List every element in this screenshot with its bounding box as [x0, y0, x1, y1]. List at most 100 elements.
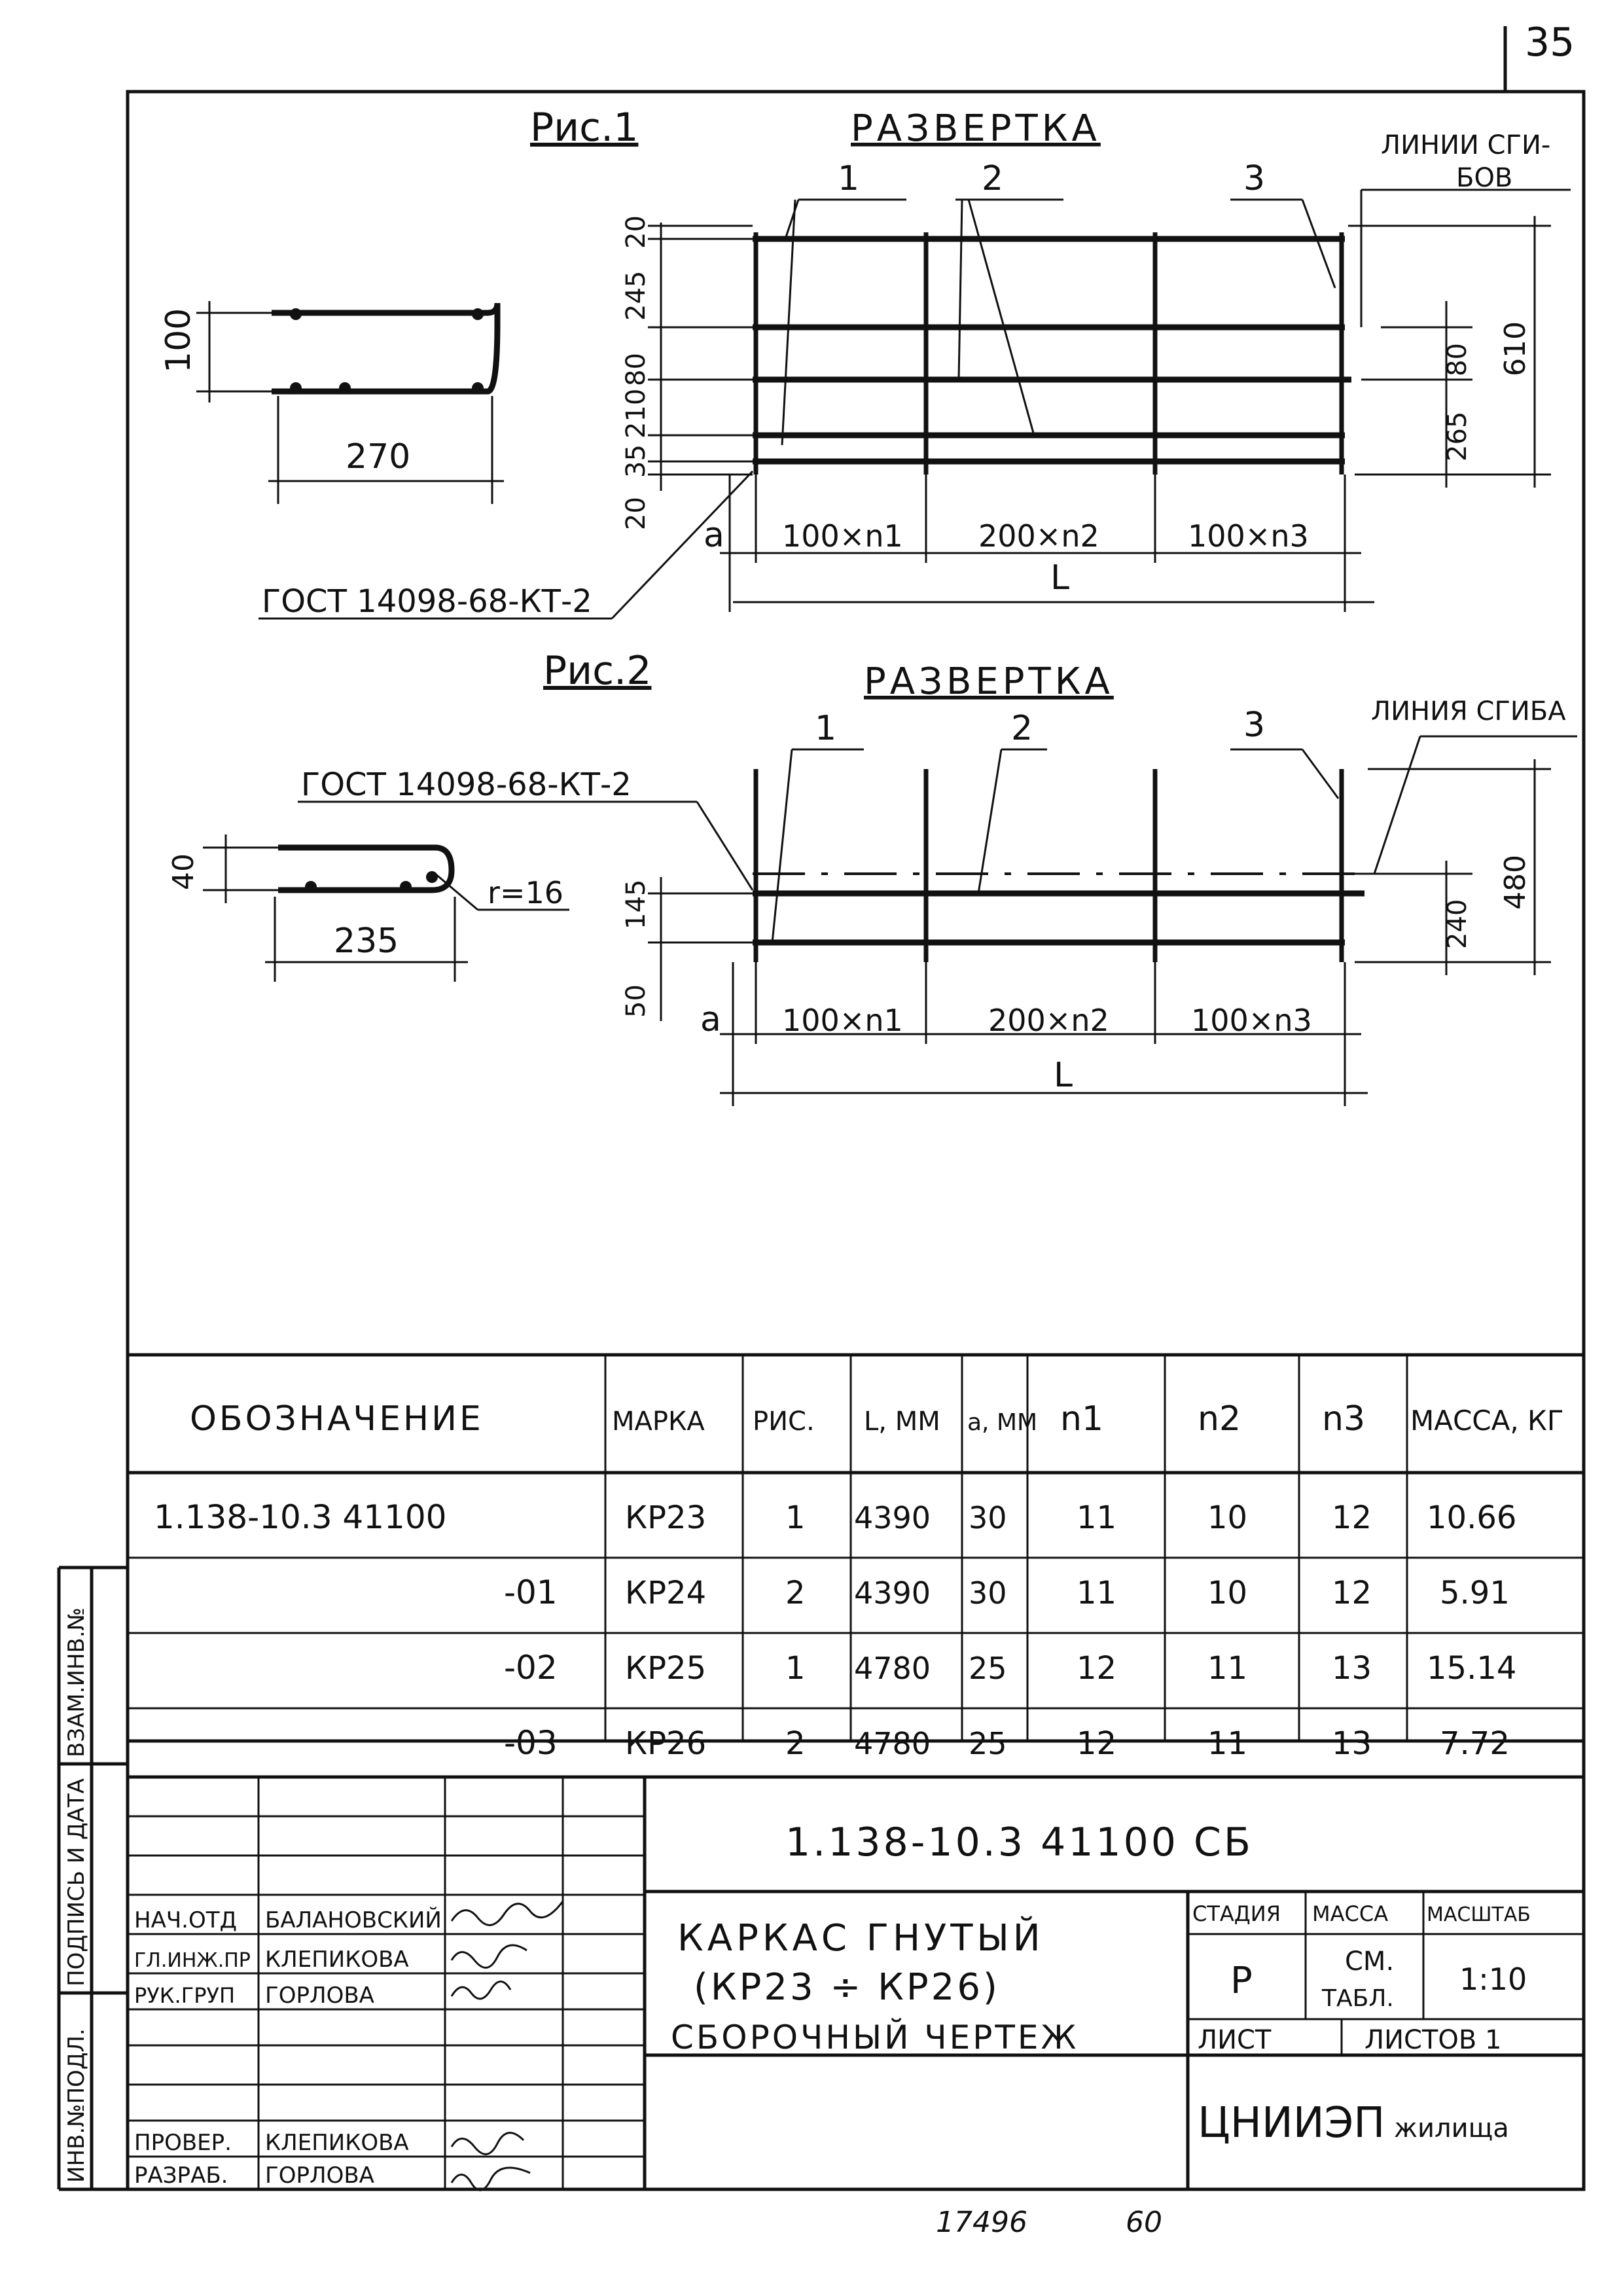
signer-name: ГОРЛОВА: [265, 2162, 374, 2189]
fig2-unfold-title: РАЗВЕРТКА: [864, 660, 1114, 703]
fig2-section-width: 235: [334, 922, 399, 961]
scale-value: 1:10: [1459, 1962, 1527, 1997]
archive-number: 17496: [936, 2206, 1027, 2239]
fig1-bend-label-a: ЛИНИИ СГИ-: [1381, 130, 1550, 160]
cell: 13: [1332, 1650, 1372, 1687]
cell: 5.91: [1440, 1575, 1510, 1611]
sheet-frame: [126, 26, 1586, 2191]
fig1-dim-35: 35: [621, 444, 651, 478]
fig1-pos-2: 2: [982, 159, 1003, 198]
cell: 30: [969, 1575, 1007, 1611]
fig2-section: 40 235 r=16 ГОСТ 14098-68-КТ-2: [167, 766, 754, 982]
fig1-unfold-title: РАЗВЕРТКА: [851, 107, 1101, 150]
org-suffix: жилища: [1394, 2113, 1509, 2144]
cell: -02: [504, 1649, 558, 1687]
table-row: -02 КР25 1 4780 25 12 11 13 15.14: [504, 1649, 1516, 1687]
signer-role: ПРОВЕР.: [134, 2130, 232, 2156]
cell: 4780: [854, 1726, 931, 1761]
cell: 11: [1207, 1650, 1247, 1687]
th-n3: n3: [1322, 1399, 1365, 1439]
cell: 12: [1077, 1650, 1116, 1687]
fig2-section-height: 40: [167, 853, 200, 890]
fig2-unfold: 1 2 3 ЛИНИЯ СГИБА 145 50 240 480 a 100×n…: [621, 696, 1577, 1106]
figure-1: Рис.1 РАЗВЕРТКА 100 270: [159, 105, 1571, 620]
fig2-pos-1: 1: [815, 709, 836, 748]
fig2-dim-240: 240: [1442, 899, 1472, 949]
page-number: 35: [1525, 20, 1575, 65]
cell: -01: [504, 1573, 558, 1611]
fig2-dim-n3: 100×n3: [1191, 1003, 1312, 1038]
fig1-dim-245: 245: [621, 271, 651, 321]
fig2-dim-n2: 200×n2: [988, 1003, 1109, 1038]
signer-name: БАЛАНОВСКИЙ: [265, 1907, 442, 1933]
spec-table: ОБОЗНАЧЕНИЕ МАРКА РИС. L, ММ a, ММ n1 n2…: [128, 1353, 1584, 1762]
cell: 1.138-10.3 41100: [154, 1498, 446, 1536]
fig1-section-height: 100: [159, 308, 198, 373]
cell: 10: [1207, 1575, 1247, 1611]
th-mark: МАРКА: [612, 1407, 705, 1437]
cell: 10: [1207, 1499, 1247, 1536]
side-label-inventory: ИНВ.№ПОДЛ.: [63, 2028, 90, 2183]
fig2-dim-145: 145: [621, 880, 651, 929]
fig1-dim-610: 610: [1499, 321, 1532, 376]
cell: 11: [1207, 1725, 1247, 1762]
th-length: L, ММ: [864, 1407, 940, 1437]
fig2-dim-50: 50: [621, 984, 651, 1018]
signer-name: КЛЕПИКОВА: [265, 1946, 409, 1973]
th-n2: n2: [1198, 1399, 1241, 1439]
signature-marks: [450, 1901, 564, 2191]
sheet-label: ЛИСТ: [1198, 2025, 1272, 2055]
fig1-dim-80-right: 80: [1442, 343, 1472, 376]
cell: КР24: [625, 1575, 706, 1611]
fig1-dim-20-top: 20: [621, 215, 651, 249]
fig1-dim-n3: 100×n3: [1188, 518, 1309, 554]
fig2-overall-length: L: [1054, 1056, 1073, 1095]
fig2-dim-n1: 100×n1: [782, 1003, 903, 1038]
mass-label: МАССА: [1312, 1901, 1388, 1926]
signer-role: НАЧ.ОТД: [134, 1907, 237, 1933]
table-row: -03 КР26 2 4780 25 12 11 13 7.72: [504, 1724, 1510, 1762]
stage-value: Р: [1230, 1960, 1253, 2002]
cell: 1: [785, 1499, 806, 1536]
cell: 25: [969, 1651, 1007, 1686]
fig2-dim-480: 480: [1499, 855, 1532, 910]
cell: 15.14: [1427, 1650, 1516, 1687]
fig2-pos-2: 2: [1011, 709, 1033, 748]
cell: 13: [1332, 1725, 1372, 1762]
signer-role: ГЛ.ИНЖ.ПР: [134, 1949, 251, 1972]
side-label-signature: ПОДПИСЬ И ДАТА: [63, 1778, 90, 1986]
product-name-1: КАРКАС ГНУТЫЙ: [677, 1916, 1044, 1960]
product-name-2: (КР23 ÷ КР26): [694, 1966, 1000, 2009]
fig2-pos-3: 3: [1243, 706, 1265, 745]
product-name-3: СБОРОЧНЫЙ ЧЕРТЕЖ: [671, 2018, 1079, 2056]
fig1-unfold: 1 2 3 ЛИНИИ СГИ- БОВ 20 245 210 80 35 20…: [259, 130, 1571, 620]
stage-label: СТАДИЯ: [1192, 1901, 1281, 1926]
mass-value-b: ТАБЛ.: [1321, 1985, 1394, 2012]
cell: 11: [1077, 1499, 1116, 1536]
side-label-interchange: ВЗАМ.ИНВ.№: [63, 1607, 90, 1757]
cell: 1: [785, 1650, 806, 1687]
cell: 12: [1332, 1499, 1372, 1536]
fig1-dim-210: 210: [621, 389, 651, 439]
fig1-dim-265: 265: [1442, 412, 1472, 461]
cell: 4390: [854, 1575, 931, 1611]
cell: 4780: [854, 1651, 931, 1686]
fig1-title: Рис.1: [530, 105, 638, 151]
cell: КР26: [625, 1725, 706, 1762]
fig1-pos-1: 1: [838, 159, 859, 198]
fig1-section: 100 270: [159, 301, 504, 504]
cell: 25: [969, 1726, 1007, 1761]
fig2-dim-a: a: [700, 1000, 721, 1039]
fig2-radius: r=16: [488, 875, 563, 910]
mass-value-a: СМ.: [1345, 1946, 1394, 1977]
scale-label: МАСШТАБ: [1427, 1903, 1531, 1926]
cell: 2: [785, 1725, 806, 1762]
fig2-bend-label: ЛИНИЯ СГИБА: [1371, 696, 1566, 726]
cell: 30: [969, 1500, 1007, 1535]
th-designation: ОБОЗНАЧЕНИЕ: [190, 1399, 484, 1439]
fig1-gost: ГОСТ 14098-68-КТ-2: [262, 583, 592, 620]
th-mass: МАССА, КГ: [1410, 1405, 1564, 1437]
th-n1: n1: [1060, 1399, 1103, 1439]
table-row: 1.138-10.3 41100 КР23 1 4390 30 11 10 12…: [154, 1498, 1516, 1536]
